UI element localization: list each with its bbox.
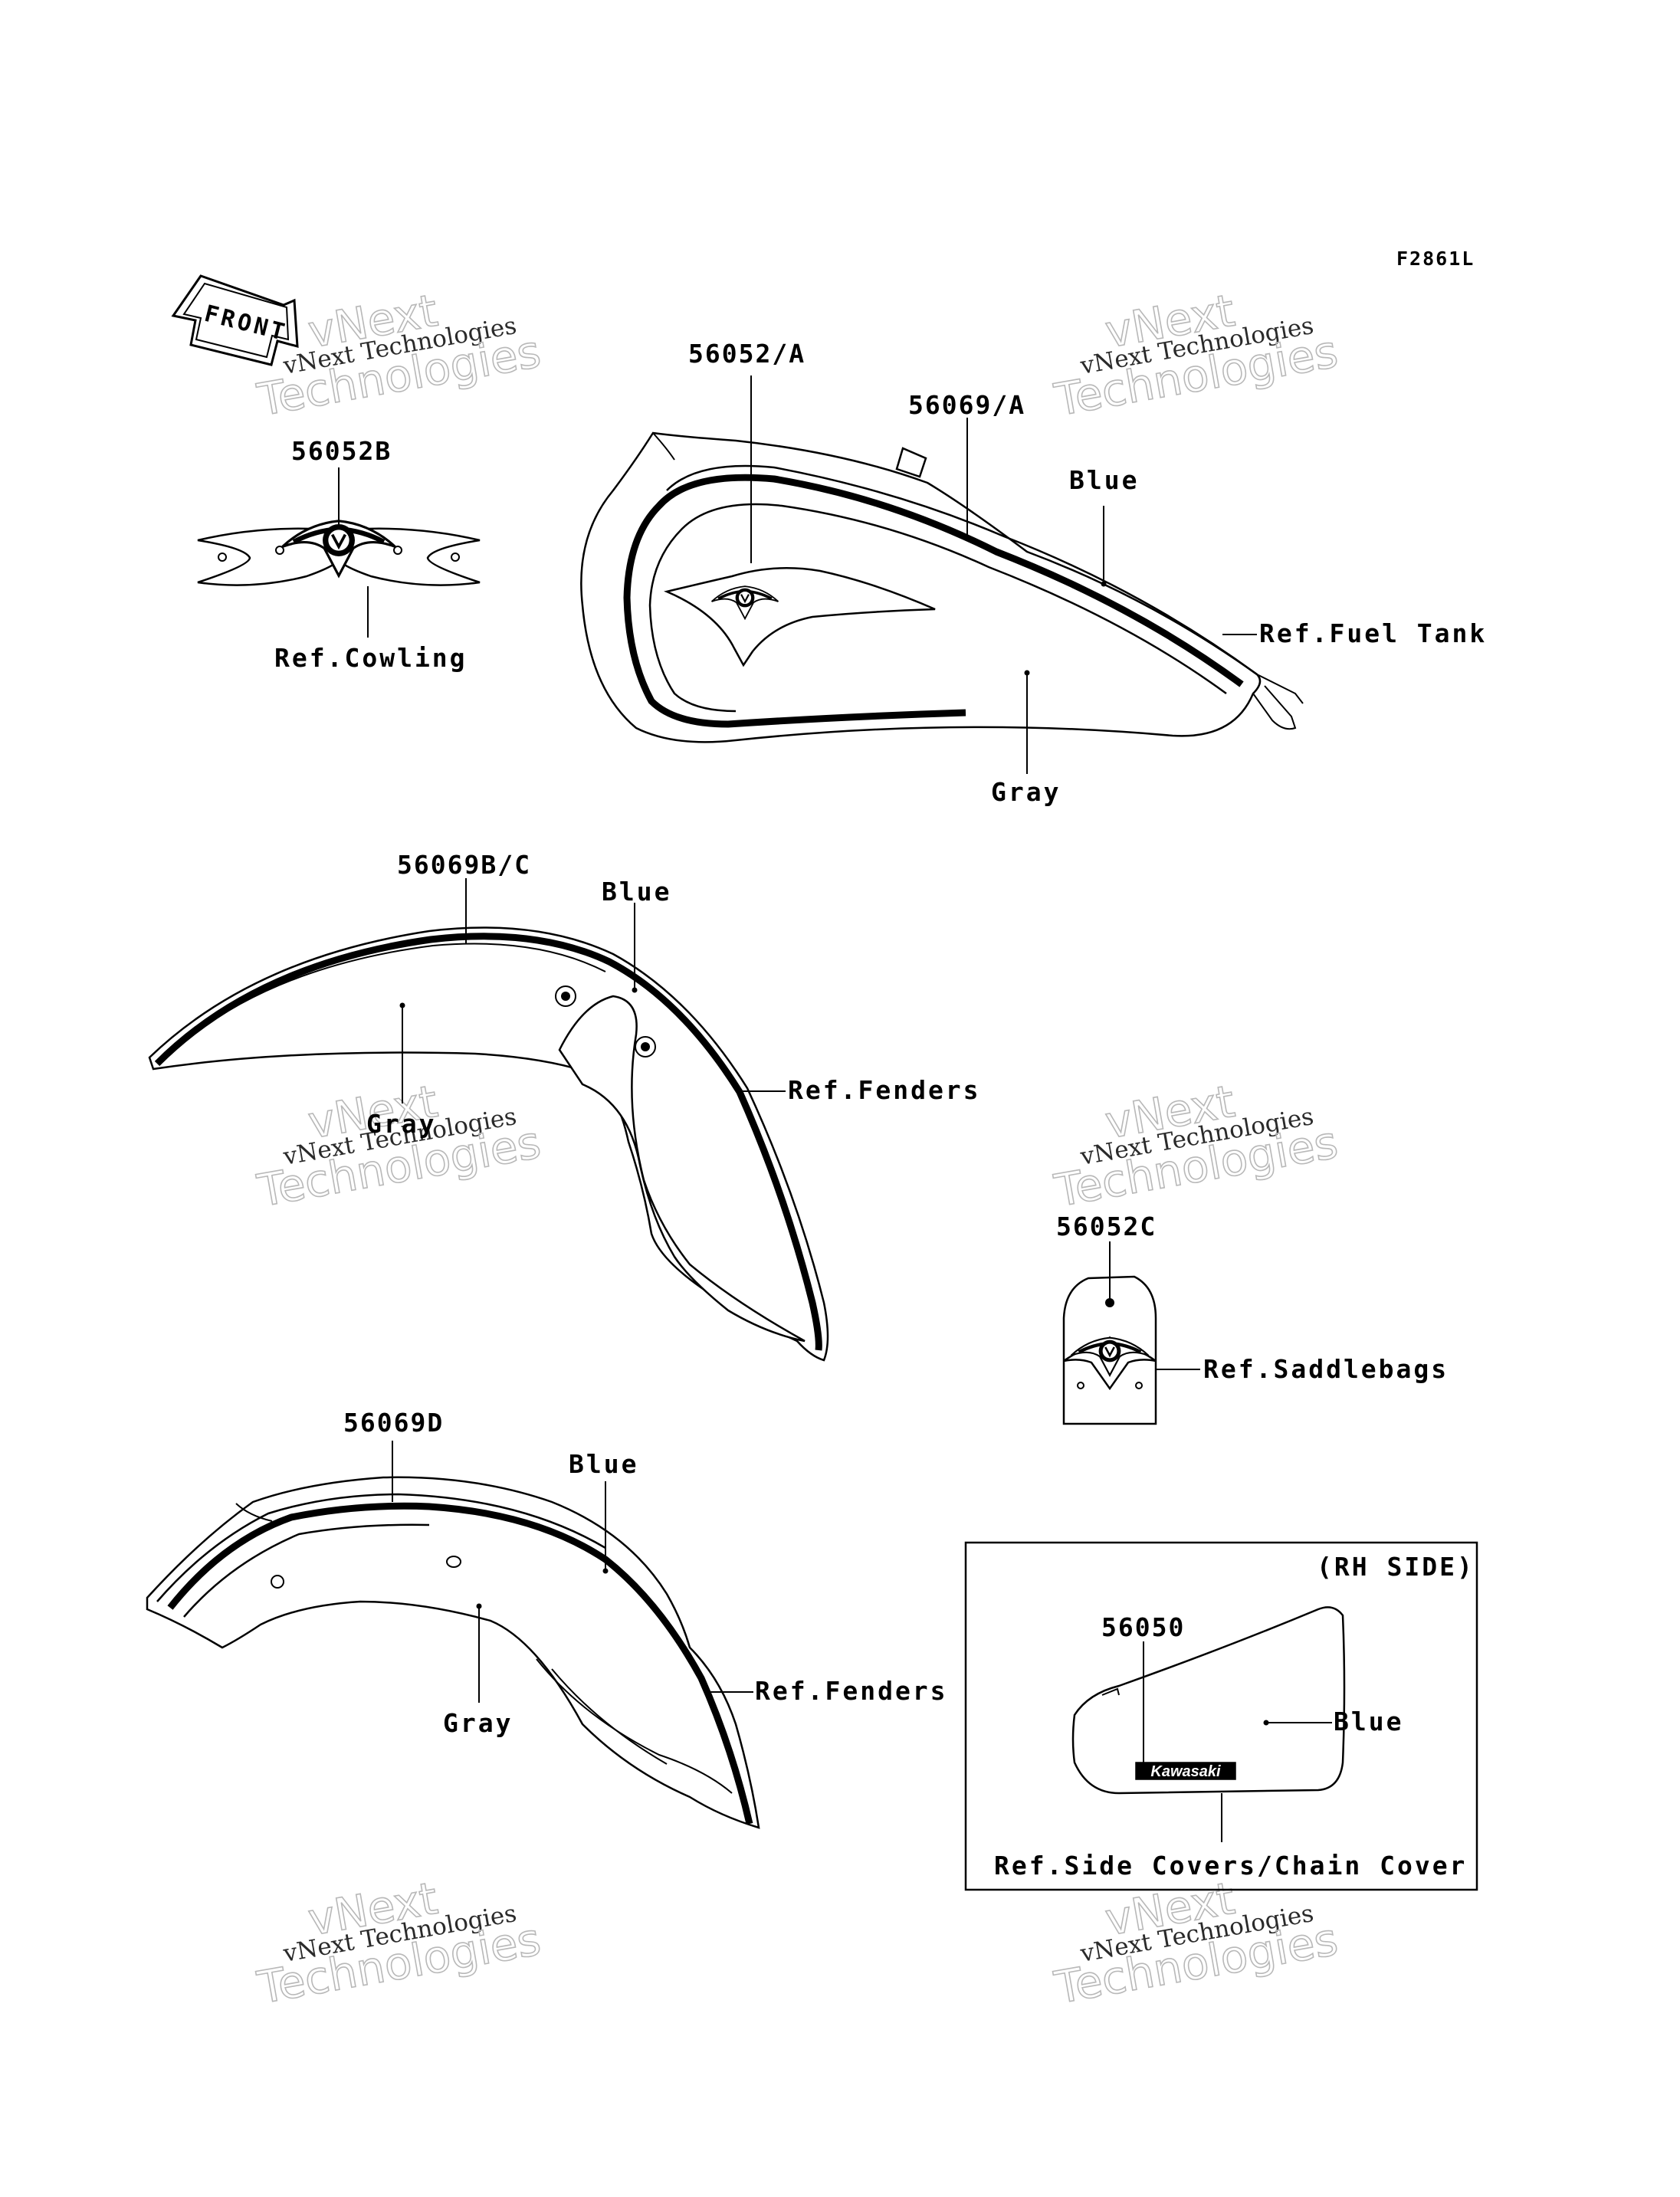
fuel-tank-bottom-color-label: Gray bbox=[991, 777, 1061, 807]
front-fender-bottom-color-label: Gray bbox=[366, 1109, 436, 1139]
rear-fender bbox=[146, 1441, 760, 1829]
cowling-decal bbox=[197, 467, 481, 638]
side-cover: Kawasaki bbox=[1071, 1606, 1346, 1842]
fuel-tank-top-color-label: Blue bbox=[1069, 465, 1139, 495]
rh-side-box bbox=[964, 1541, 1478, 1891]
fuel-tank-emblem-part-label: 56052/A bbox=[688, 339, 806, 369]
rear-fender-bottom-color-label: Gray bbox=[443, 1708, 513, 1738]
fuel-tank-stripe-part-label: 56069/A bbox=[908, 390, 1025, 420]
kawasaki-badge-text: Kawasaki bbox=[1150, 1763, 1221, 1780]
front-fender-ref-label: Ref.Fenders bbox=[788, 1075, 981, 1105]
watermark: vNext Technologies vNext Technologies bbox=[253, 284, 545, 427]
saddlebag-part-label: 56052C bbox=[1056, 1212, 1157, 1241]
front-fender-top-color-label: Blue bbox=[602, 877, 671, 907]
fuel-tank-ref-label: Ref.Fuel Tank bbox=[1259, 618, 1487, 648]
side-cover-part-label: 56050 bbox=[1101, 1612, 1185, 1642]
saddlebag-ref-label: Ref.Saddlebags bbox=[1203, 1354, 1449, 1384]
side-cover-ref-label: Ref.Side Covers/Chain Cover bbox=[994, 1851, 1467, 1881]
rear-fender-top-color-label: Blue bbox=[569, 1449, 638, 1479]
front-arrow-icon: FRONT bbox=[171, 274, 299, 366]
watermark: vNext Technologies vNext Technologies bbox=[253, 1871, 545, 2015]
rear-fender-part-label: 56069D bbox=[343, 1408, 444, 1438]
figure-code: F2861L bbox=[1396, 248, 1475, 270]
rear-fender-ref-label: Ref.Fenders bbox=[755, 1676, 948, 1706]
kawasaki-badge bbox=[1135, 1762, 1236, 1780]
watermark: vNext Technologies vNext Technologies bbox=[1050, 1074, 1342, 1218]
front-fender bbox=[148, 878, 829, 1362]
watermark: vNext Technologies vNext Technologies bbox=[1050, 284, 1342, 427]
side-cover-color-label: Blue bbox=[1334, 1707, 1403, 1736]
front-fender-part-label: 56069B/C bbox=[397, 850, 531, 880]
saddlebag-decal bbox=[1062, 1241, 1200, 1425]
cowling-part-label: 56052B bbox=[291, 436, 392, 466]
cowling-ref-label: Ref.Cowling bbox=[274, 643, 468, 673]
rh-side-title: (RH SIDE) bbox=[1317, 1552, 1475, 1582]
fuel-tank bbox=[580, 375, 1304, 774]
